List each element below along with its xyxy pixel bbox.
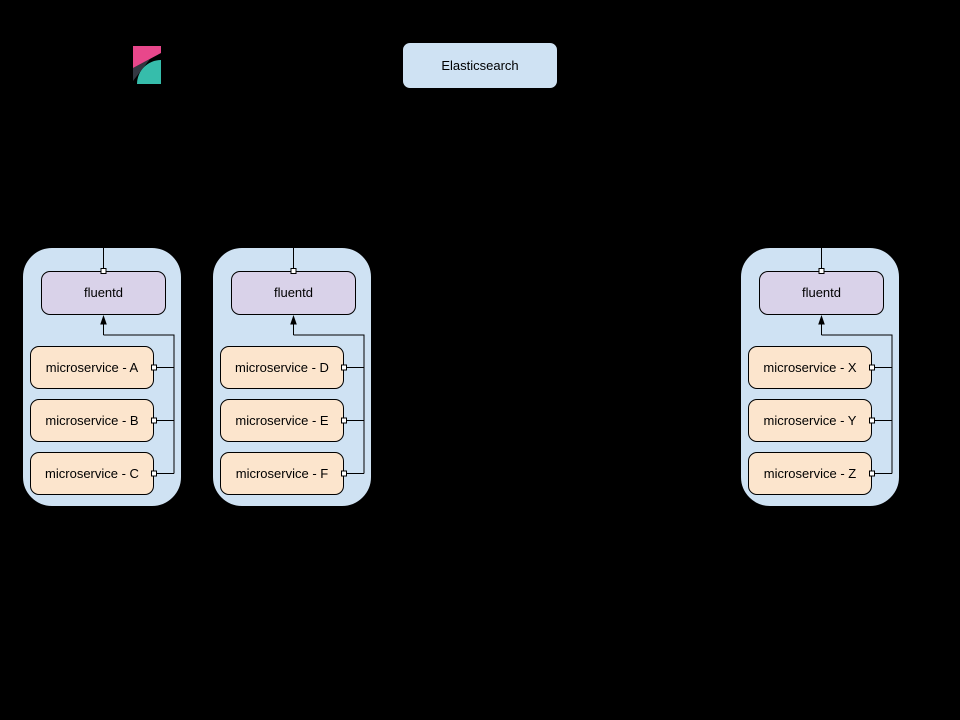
microservice-box: microservice - X (748, 346, 872, 389)
microservice-label: microservice - Y (763, 412, 857, 428)
arrow-up-icon (100, 315, 107, 325)
node-group-3: fluentd microservice - X microservice - … (740, 247, 900, 507)
microservice-label: microservice - B (45, 412, 139, 428)
microservice-box: microservice - C (30, 452, 154, 495)
microservice-box: microservice - Z (748, 452, 872, 495)
microservice-box: microservice - B (30, 399, 154, 442)
fluentd-box: fluentd (41, 271, 166, 315)
microservice-label: microservice - E (235, 412, 329, 428)
microservice-label: microservice - A (45, 359, 139, 375)
fluentd-label: fluentd (83, 285, 124, 301)
microservice-label: microservice - F (235, 465, 329, 481)
elasticsearch-label: Elasticsearch (441, 57, 519, 73)
kibana-logo-icon (133, 46, 161, 84)
microservice-box: microservice - Y (748, 399, 872, 442)
fluentd-label: fluentd (273, 285, 314, 301)
elasticsearch-box: Elasticsearch (402, 42, 558, 89)
fluentd-box: fluentd (231, 271, 356, 315)
fluentd-label: fluentd (801, 285, 842, 301)
microservice-label: microservice - Z (763, 465, 857, 481)
microservice-label: microservice - C (45, 465, 139, 481)
node-group-1: fluentd microservice - A microservice - … (22, 247, 182, 507)
microservice-box: microservice - F (220, 452, 344, 495)
fluentd-box: fluentd (759, 271, 884, 315)
arrow-up-icon (290, 315, 297, 325)
arrow-up-icon (818, 315, 825, 325)
microservice-label: microservice - X (763, 359, 857, 375)
microservice-label: microservice - D (235, 359, 329, 375)
microservice-box: microservice - A (30, 346, 154, 389)
microservice-box: microservice - E (220, 399, 344, 442)
node-group-2: fluentd microservice - D microservice - … (212, 247, 372, 507)
microservice-box: microservice - D (220, 346, 344, 389)
